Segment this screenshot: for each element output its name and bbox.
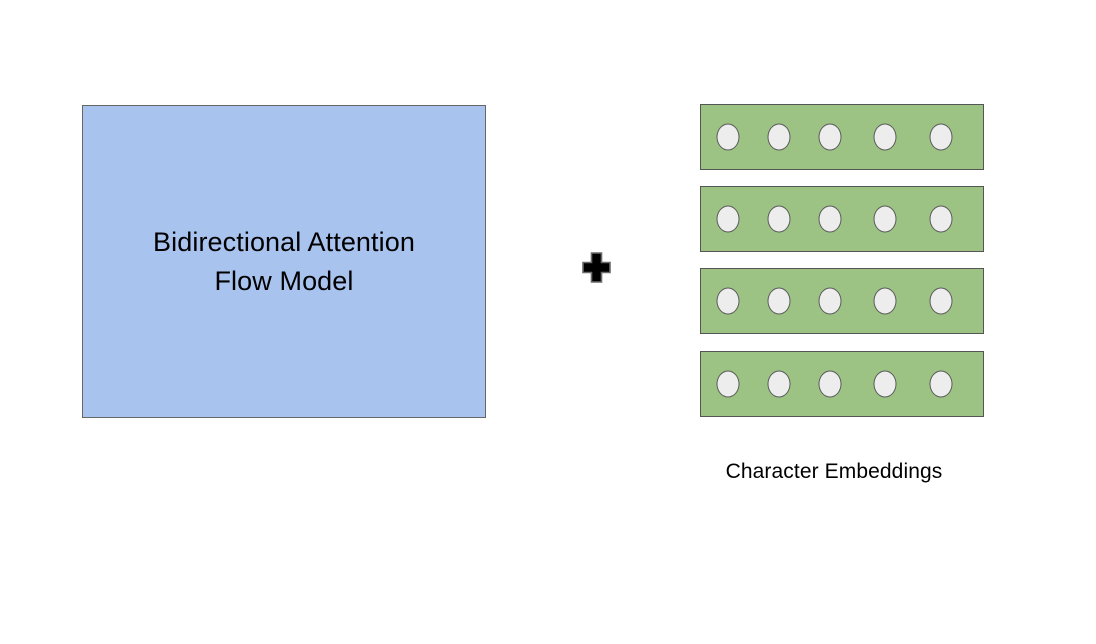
- embedding-cell: [767, 123, 791, 151]
- embedding-cell: [716, 287, 740, 315]
- embedding-cell: [767, 287, 791, 315]
- embedding-row[interactable]: [700, 351, 984, 417]
- embedding-cell: [767, 370, 791, 398]
- character-embeddings-caption: Character Embeddings: [725, 460, 943, 483]
- embedding-cell: [929, 287, 953, 315]
- embedding-row[interactable]: [700, 186, 984, 252]
- embedding-cell: [873, 370, 897, 398]
- embedding-cell: [818, 287, 842, 315]
- model-block-label: Bidirectional Attention Flow Model: [153, 227, 415, 296]
- embedding-cell: [818, 123, 842, 151]
- embedding-cell: [716, 205, 740, 233]
- embedding-row[interactable]: [700, 268, 984, 334]
- embedding-row[interactable]: [700, 104, 984, 170]
- embedding-cell: [873, 287, 897, 315]
- embedding-cell: [873, 123, 897, 151]
- plus-operator-icon: [582, 252, 611, 283]
- embedding-cell: [716, 123, 740, 151]
- embedding-cell: [929, 205, 953, 233]
- embedding-cell: [716, 370, 740, 398]
- embedding-cell: [929, 123, 953, 151]
- plus-icon: [582, 252, 611, 283]
- embedding-cell: [767, 205, 791, 233]
- embedding-cell: [873, 205, 897, 233]
- bidirectional-attention-flow-model-block[interactable]: Bidirectional Attention Flow Model: [82, 105, 486, 418]
- embedding-cell: [818, 370, 842, 398]
- character-embeddings-group: [700, 104, 984, 418]
- embedding-cell: [929, 370, 953, 398]
- embedding-cell: [818, 205, 842, 233]
